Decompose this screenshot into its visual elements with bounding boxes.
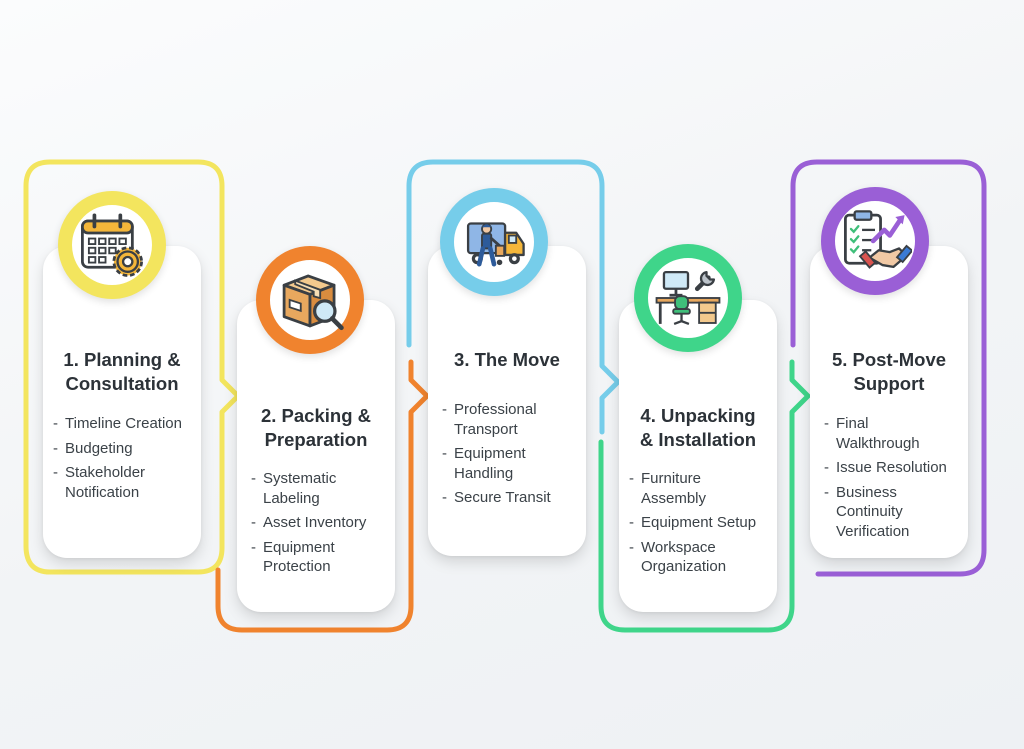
step-title: 3. The Move (454, 349, 560, 370)
connector-orange (215, 359, 430, 633)
step-bullet-list: Timeline Creation Budgeting StakeholderN… (53, 414, 223, 507)
bullet-item: Timeline Creation (53, 414, 223, 434)
bullet-item: Secure Transit (442, 488, 612, 508)
connector-yellow (23, 159, 241, 575)
step-title: 2. Packing &Preparation (260, 405, 371, 450)
connector-blue (406, 159, 621, 435)
clipboard-handshake-icon (844, 210, 912, 269)
bullet-item: Asset Inventory (251, 513, 421, 533)
connector-purple (790, 159, 987, 577)
step-icon-badge (256, 246, 364, 354)
step-icon-badge (634, 244, 742, 352)
calendar-gear-icon (81, 213, 143, 277)
box-magnifier-icon (282, 274, 344, 331)
step-icon-badge (58, 191, 166, 299)
desk-wrench-icon (655, 270, 721, 325)
bullet-item: Issue Resolution (824, 458, 994, 478)
step-icon-badge (821, 187, 929, 295)
bullet-item: Equipment Setup (629, 513, 799, 533)
step-title: 4. Unpacking& Installation (639, 405, 757, 450)
bullet-item: Budgeting (53, 439, 223, 459)
connector-green (598, 359, 811, 633)
truck-mover-icon (466, 222, 525, 267)
step-icon-badge (440, 188, 548, 296)
step-title: 1. Planning &Consultation (63, 349, 181, 394)
